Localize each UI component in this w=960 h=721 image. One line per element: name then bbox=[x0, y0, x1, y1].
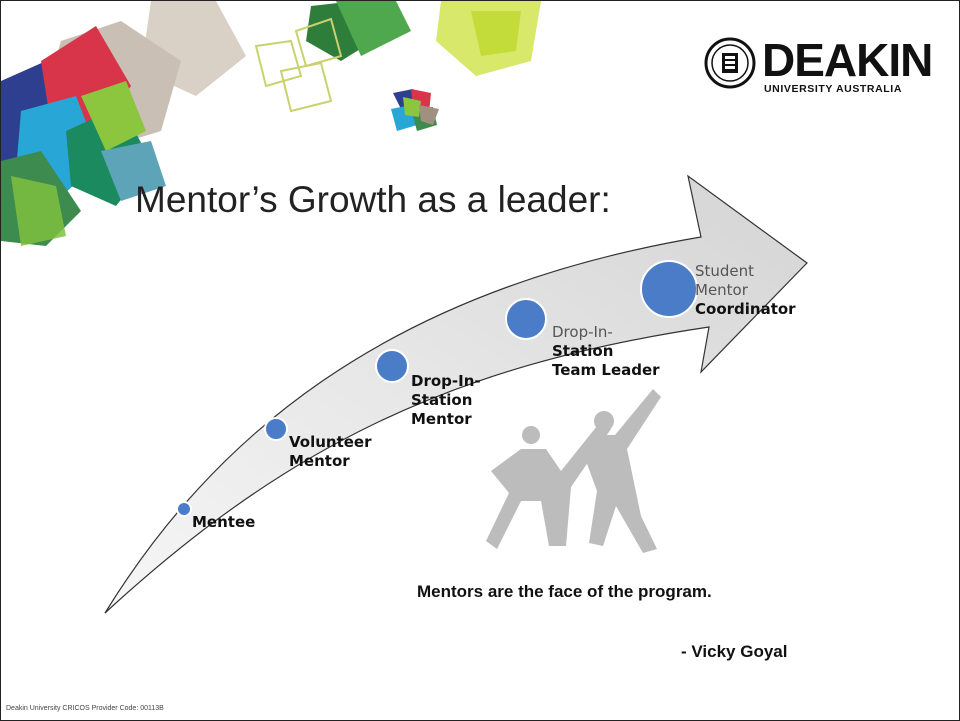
stage-node-coordinator bbox=[640, 260, 698, 318]
stage-node-drop-in-station-mentor bbox=[375, 349, 409, 383]
stage-label-line: Coordinator bbox=[695, 300, 796, 318]
stage-label-line: Drop-In- bbox=[411, 372, 481, 390]
logo-wordmark: DEAKIN bbox=[762, 34, 933, 86]
stage-label-team-leader: Drop-In- Station Team Leader bbox=[552, 323, 660, 380]
growth-arrow bbox=[104, 174, 808, 614]
stage-label-line: Station bbox=[552, 342, 614, 360]
logo-subtitle: UNIVERSITY AUSTRALIA bbox=[764, 83, 903, 95]
stage-label-drop-in-station-mentor: Drop-In- Station Mentor bbox=[411, 372, 481, 429]
stage-label-line: Volunteer bbox=[289, 433, 372, 451]
decorative-flower-icon bbox=[1, 1, 541, 246]
deakin-seal-icon bbox=[704, 37, 756, 89]
stage-label-line: Mentor bbox=[695, 281, 748, 299]
stage-label-line: Student bbox=[695, 262, 755, 280]
stage-label-line: Mentee bbox=[192, 513, 256, 531]
stage-label-coordinator: Student Mentor Coordinator bbox=[695, 262, 796, 319]
quote-text: Mentors are the face of the program. bbox=[417, 582, 712, 601]
quote-author: - Vicky Goyal bbox=[681, 642, 788, 661]
stage-label-line: Drop-In- bbox=[552, 323, 613, 341]
deakin-logo: DEAKIN UNIVERSITY AUSTRALIA bbox=[704, 34, 933, 99]
stage-label-line: Team Leader bbox=[552, 361, 660, 379]
cricos-footer: Deakin University CRICOS Provider Code: … bbox=[6, 705, 164, 712]
stage-node-team-leader bbox=[505, 298, 547, 340]
stage-label-mentee: Mentee bbox=[192, 513, 255, 532]
mentor-figures-icon bbox=[486, 389, 661, 553]
stage-label-line: Mentor bbox=[289, 452, 350, 470]
stage-label-line: Mentor bbox=[411, 410, 472, 428]
slide-title: Mentor’s Growth as a leader: bbox=[135, 179, 611, 220]
stage-label-volunteer-mentor: Volunteer Mentor bbox=[289, 433, 372, 471]
stage-label-line: Station bbox=[411, 391, 473, 409]
stage-node-volunteer-mentor bbox=[264, 417, 288, 441]
stage-node-mentee bbox=[176, 501, 192, 517]
